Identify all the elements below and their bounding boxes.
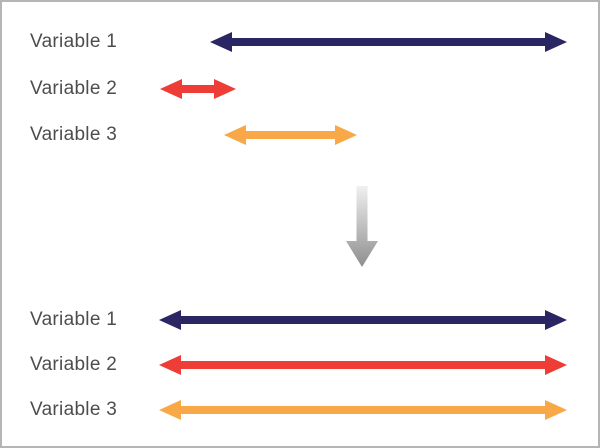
top-variable-2-label: Variable 2	[30, 78, 118, 99]
bottom-variable-1-label: Variable 1	[30, 309, 118, 330]
bottom-variable-2-range-arrow	[159, 354, 567, 376]
bottom-variable-1-range-arrow	[159, 309, 567, 331]
down-arrow-icon	[346, 186, 378, 267]
bottom-variable-3-range-arrow	[159, 399, 567, 421]
bottom-variable-3-label: Variable 3	[30, 399, 118, 420]
top-variable-3-label: Variable 3	[30, 124, 118, 145]
top-variable-1-range-arrow	[210, 31, 567, 53]
bottom-variable-2-label: Variable 2	[30, 354, 118, 375]
top-variable-2-range-arrow	[160, 78, 236, 100]
top-variable-1-label: Variable 1	[30, 31, 118, 52]
top-variable-3-range-arrow	[224, 124, 357, 146]
